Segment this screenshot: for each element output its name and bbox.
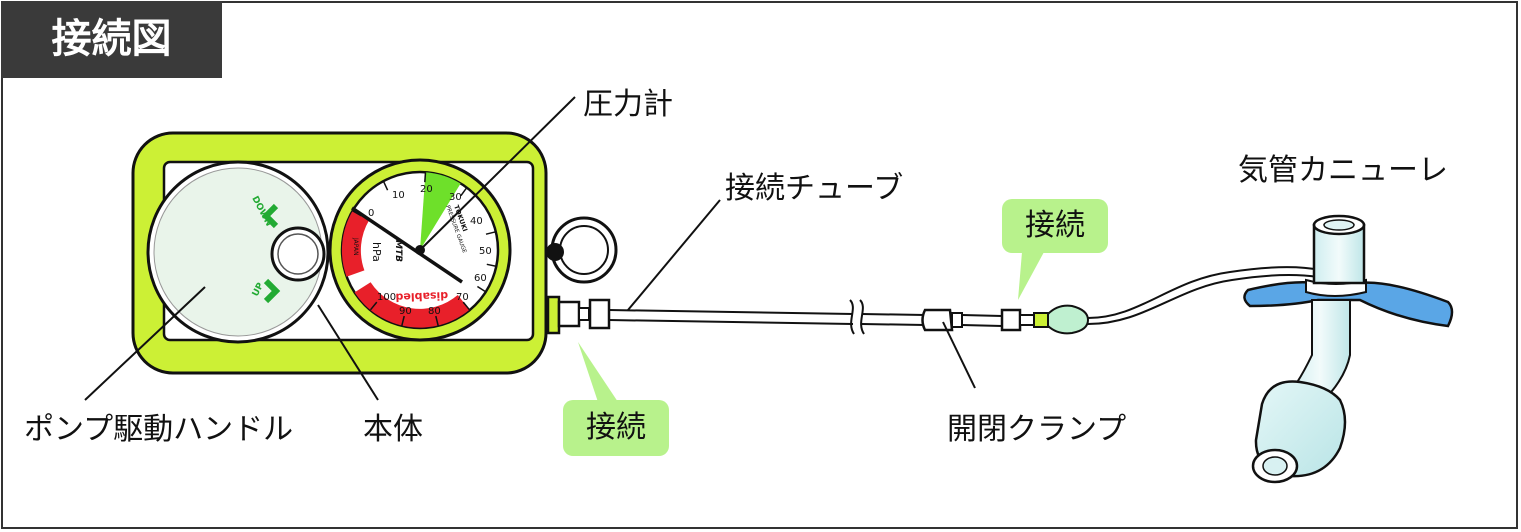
green-pressure-zone <box>420 172 461 250</box>
label-pump-handle: ポンプ駆動ハンドル <box>24 412 294 447</box>
tick-label: 90 <box>399 306 412 317</box>
device-outlet-connector <box>546 295 611 335</box>
connect-badge-right: 接続 <box>1002 199 1108 253</box>
pilot-balloon <box>1047 304 1090 335</box>
badge-pointer-right <box>1018 252 1044 300</box>
tick-label: 20 <box>420 184 433 195</box>
down-arrow-icon <box>261 203 279 229</box>
gauge-ticks <box>352 172 497 326</box>
tick-label: 60 <box>474 273 487 284</box>
connect-badge-left: 接続 <box>563 400 669 456</box>
up-arrow-icon <box>263 278 281 304</box>
gauge-disabled: disabled <box>395 289 448 304</box>
label-open-close-clamp: 開閉クランプ <box>947 412 1127 447</box>
tick-label: 80 <box>428 306 441 317</box>
gauge-mtb: MTB <box>393 240 403 262</box>
title-box: 接続図 <box>1 1 222 78</box>
label-connection-tube: 接続チューブ <box>725 171 904 206</box>
page-title: 接続図 <box>51 16 172 62</box>
tracheostomy-cannula <box>1243 214 1454 484</box>
label-main-body: 本体 <box>363 412 423 447</box>
label-tracheostomy-cannula: 気管カニューレ <box>1238 153 1448 188</box>
tick-label: 30 <box>449 192 462 203</box>
gauge-scale-labels: 0 10 20 30 40 50 60 70 80 90 100 <box>368 184 492 317</box>
gauge-needle <box>351 206 463 284</box>
hanging-ring <box>546 216 618 284</box>
tick-label: 10 <box>392 190 405 201</box>
gauge-country: JAPAN <box>352 237 359 256</box>
tick-label: 50 <box>479 246 492 257</box>
badge-pointer-left <box>578 342 618 402</box>
leader-lines <box>84 96 976 401</box>
tick-label: 40 <box>470 216 483 227</box>
tick-label: 70 <box>456 292 469 303</box>
tick-label: 0 <box>368 208 374 219</box>
clamp-body[interactable] <box>921 308 954 332</box>
connection-tube <box>608 266 1321 335</box>
gauge-unit: hPa <box>370 242 383 262</box>
label-pressure-gauge: 圧力計 <box>583 87 673 122</box>
tick-label: 100 <box>377 292 396 303</box>
